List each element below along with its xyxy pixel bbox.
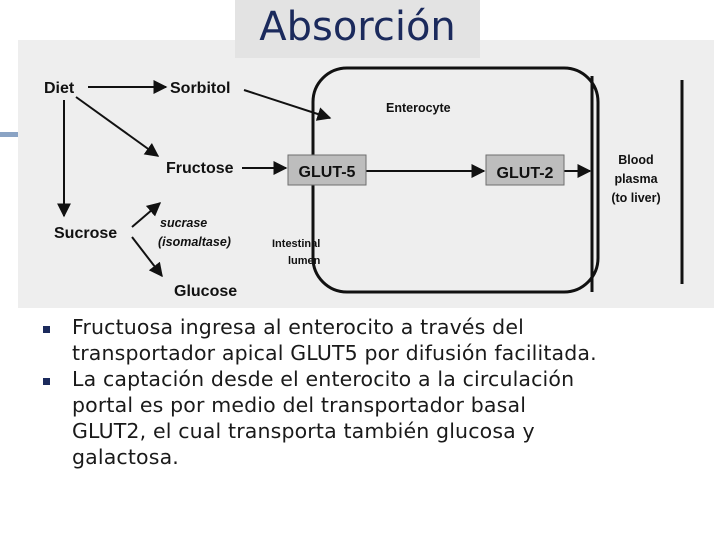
bullet-line: GLUT2, el cual transporta también glucos…: [72, 419, 535, 443]
label-enterocyte: Enterocyte: [386, 101, 451, 115]
bullet-line: La captación desde el enterocito a la ci…: [72, 367, 575, 391]
label-lumen-line2: lumen: [288, 255, 321, 267]
bullet-square-icon: [43, 326, 50, 333]
label-glucose: Glucose: [174, 283, 237, 300]
label-sucrose: Sucrose: [54, 225, 117, 242]
slide-title: Absorción: [259, 4, 456, 50]
label-blood-line1: Blood: [618, 153, 653, 167]
slide-title-box: Absorción: [235, 0, 480, 58]
glut2-box: [485, 154, 565, 186]
label-blood-line3: (to liver): [611, 191, 660, 205]
bullet-item: Fructuosa ingresa al enterocito a través…: [38, 314, 698, 366]
arrow-sucrose-fructose: [131, 202, 162, 228]
label-glut5: GLUT-5: [299, 164, 356, 181]
label-sucrase: sucrase: [160, 216, 207, 230]
bullet-item: La captación desde el enterocito a la ci…: [38, 366, 698, 470]
bullet-line: galactosa.: [72, 445, 179, 469]
label-isomaltase: (isomaltase): [158, 235, 231, 249]
label-sorbitol: Sorbitol: [170, 80, 230, 97]
label-lumen-line1: Intestinal: [272, 238, 320, 250]
label-diet: Diet: [44, 80, 75, 97]
arrow-diet-fructose: [75, 96, 160, 157]
diagram-canvas: Diet Sorbitol Fructose Sucrose sucrase (…: [44, 66, 684, 300]
glut5-box: [287, 154, 367, 186]
bullet-line: portal es por medio del transportador ba…: [72, 393, 527, 417]
arrow-sucrose-glucose: [131, 236, 163, 278]
absorption-diagram: Diet Sorbitol Fructose Sucrose sucrase (…: [18, 40, 714, 308]
bullet-line: transportador apical GLUT5 por difusión …: [72, 341, 597, 365]
bullet-square-icon: [43, 378, 50, 385]
label-fructose: Fructose: [166, 160, 234, 177]
arrow-sorbitol-enterocyte: [243, 89, 332, 121]
bullet-line: Fructuosa ingresa al enterocito a través…: [72, 315, 524, 339]
label-glut2: GLUT-2: [497, 165, 554, 182]
decorative-accent-bar: [0, 132, 22, 137]
label-blood-line2: plasma: [614, 172, 658, 186]
bullet-list: Fructuosa ingresa al enterocito a través…: [38, 314, 698, 470]
